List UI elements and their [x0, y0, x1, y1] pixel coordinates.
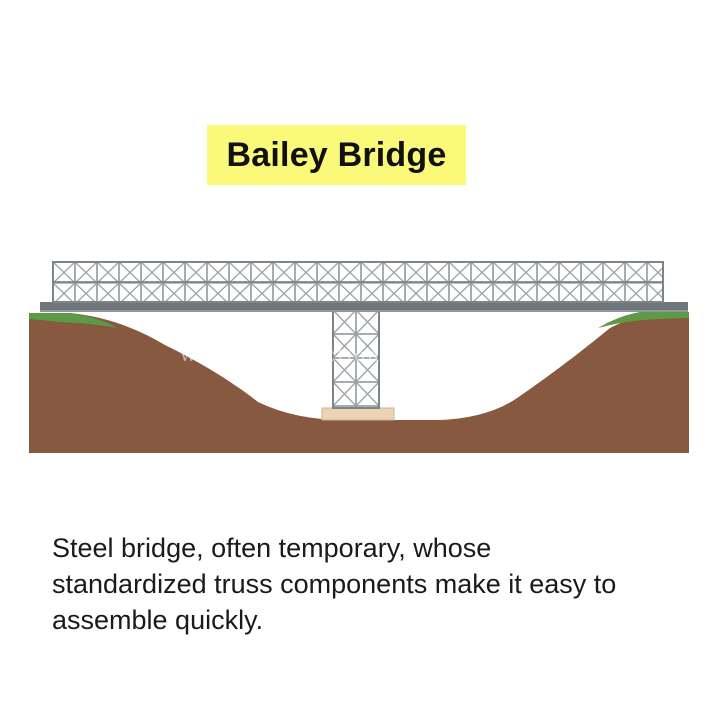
bridge-illustration: www.visualdictionaryonline.com [29, 261, 689, 453]
bridge-deck [40, 302, 688, 310]
description-line: Steel bridge, often temporary, whose [52, 533, 492, 563]
description: Steel bridge, often temporary, whose sta… [52, 530, 702, 638]
description-line: assemble quickly. [52, 605, 264, 635]
pier-truss [333, 310, 379, 408]
pier-footing [321, 407, 395, 421]
grass-left [29, 313, 118, 328]
ground [29, 312, 689, 453]
grass-right [598, 312, 689, 328]
description-line: standardized truss components make it ea… [52, 569, 617, 599]
page-title: Bailey Bridge [207, 125, 466, 185]
watermark: www.visualdictionaryonline.com [180, 344, 537, 366]
